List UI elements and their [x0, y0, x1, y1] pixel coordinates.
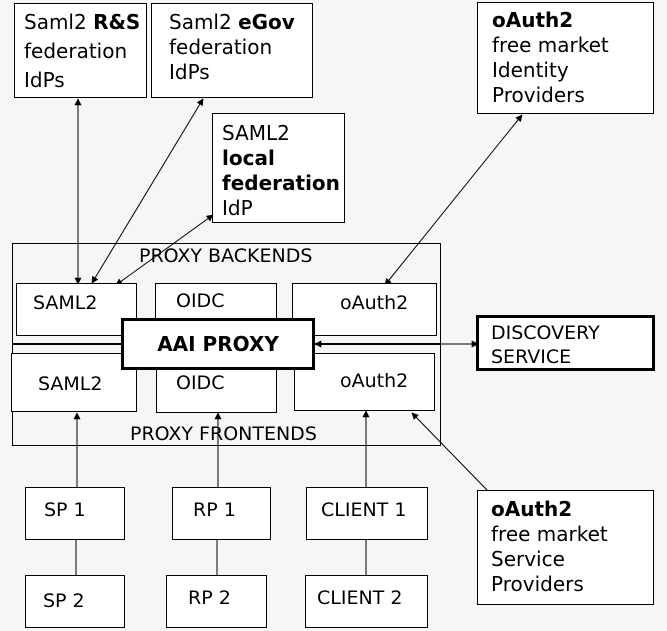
frontend-saml2-box: SAML2	[11, 353, 137, 412]
frontend-oauth2-box: oAuth2	[294, 353, 435, 411]
oauth-sp-line2: free market	[491, 522, 608, 546]
egov-prefix: Saml2	[169, 10, 239, 34]
local-bold1: local	[222, 146, 275, 170]
egov-line2: federation	[169, 35, 273, 59]
client1-box: CLIENT 1	[306, 487, 428, 540]
discovery-line2: SERVICE	[491, 346, 572, 368]
backend-oidc-label: OIDC	[176, 290, 225, 312]
egov-to-saml2-backend-arrow	[91, 98, 204, 284]
sp1-box: SP 1	[25, 487, 125, 540]
oauth-idp-line2: free market	[492, 33, 609, 57]
rp2-label: RP 2	[188, 587, 231, 609]
oauth-idp-bold: oAuth2	[492, 8, 574, 32]
rp1-box: RP 1	[172, 487, 271, 540]
oauth-idp-line4: Providers	[492, 83, 585, 107]
aai-proxy-box: AAI PROXY	[121, 318, 315, 370]
oauth2-service-providers-box: oAuth2 free market Service Providers	[477, 490, 654, 605]
rs-prefix: Saml2	[24, 10, 94, 34]
sp2-box: SP 2	[25, 575, 125, 628]
oauth2-identity-providers-box: oAuth2 free market Identity Providers	[477, 2, 654, 114]
oauth-idp-to-oauth2-backend-arrow	[384, 114, 523, 286]
proxy-frontends-label: PROXY FRONTENDS	[130, 423, 317, 445]
discovery-service-box: DISCOVERY SERVICE	[476, 315, 655, 371]
sp1-label: SP 1	[44, 499, 86, 521]
oauth-sp-line3: Service	[491, 547, 565, 571]
frontend-saml2-label: SAML2	[38, 373, 103, 395]
client1-label: CLIENT 1	[321, 499, 407, 521]
client2-label: CLIENT 2	[317, 587, 403, 609]
frontend-oauth2-label: oAuth2	[340, 370, 409, 392]
local-to-saml2-backend-arrow	[115, 214, 214, 286]
discovery-line1: DISCOVERY	[491, 322, 600, 344]
rp1-label: RP 1	[193, 499, 236, 521]
backend-oauth2-box: oAuth2	[292, 283, 437, 336]
aai-proxy-title: AAI PROXY	[157, 332, 279, 356]
oauth-sp-bold: oAuth2	[491, 497, 573, 521]
rs-line3: IdPs	[24, 68, 65, 92]
backend-saml2-label: SAML2	[33, 292, 98, 314]
client2-box: CLIENT 2	[305, 575, 428, 628]
backend-oauth2-label: oAuth2	[340, 292, 409, 314]
frontend-oidc-label: OIDC	[176, 372, 225, 394]
rp2-box: RP 2	[166, 575, 267, 628]
oauth-sp-to-oauth2-frontend-arrow	[411, 412, 488, 491]
proxy-backends-label: PROXY BACKENDS	[139, 245, 313, 267]
oauth-idp-line3: Identity	[492, 58, 569, 82]
sp2-label: SP 2	[43, 590, 85, 612]
saml2-egov-federation-idps-box: Saml2 eGov federation IdPs	[151, 3, 313, 98]
egov-line3: IdPs	[169, 60, 210, 84]
oauth-sp-line4: Providers	[491, 572, 584, 596]
saml2-local-federation-idp-box: SAML2 local federation IdP	[212, 113, 345, 223]
rs-line2: federation	[24, 39, 128, 63]
local-line4: IdP	[222, 196, 253, 220]
backend-saml2-box: SAML2	[16, 283, 137, 336]
rs-bold: R&S	[93, 10, 141, 34]
local-line1: SAML2	[222, 121, 290, 145]
local-bold2: federation	[222, 171, 340, 195]
saml2-rs-federation-idps-box: Saml2 R&S federation IdPs	[14, 3, 147, 98]
egov-bold: eGov	[238, 10, 295, 34]
